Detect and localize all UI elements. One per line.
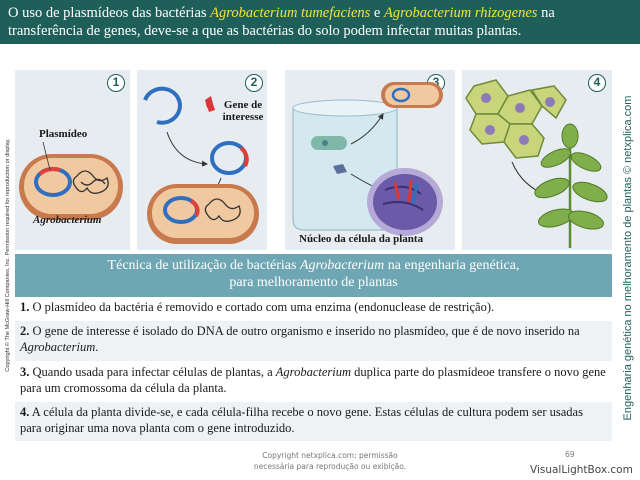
- site-credit-text: Engenharia genética no melhoramento de p…: [622, 95, 634, 421]
- step-3-panel: 3 Núcleo da célula da planta: [285, 70, 455, 250]
- footer-line: Copyright netxplica.com: permissão: [262, 451, 398, 460]
- step-number: 1: [107, 74, 125, 92]
- copyright-vertical: Copyright © The McGraw-Hill Companies, I…: [3, 62, 13, 460]
- plant-regeneration-illustration: [465, 79, 608, 248]
- step-text: Quando usada para infectar células de pl…: [29, 365, 276, 379]
- step-index: 2.: [20, 324, 30, 338]
- plasmid-label: Plasmídeo: [39, 128, 88, 140]
- page-number: 69: [565, 450, 575, 459]
- step-number: 4: [588, 74, 606, 92]
- steps-table: Técnica de utilização de bactérias Agrob…: [15, 254, 612, 442]
- gene-label: Gene de interesse: [221, 99, 265, 123]
- table-row: 3. Quando usada para infectar células de…: [15, 362, 612, 402]
- table-header: Técnica de utilização de bactérias Agrob…: [15, 254, 612, 297]
- copyright-text: Copyright © The McGraw-Hill Companies, I…: [5, 138, 11, 372]
- plant-cell-infection-illustration: [292, 82, 443, 236]
- step-index: 3.: [20, 365, 30, 379]
- step-text: A célula da planta divide-se, e cada cél…: [20, 405, 583, 435]
- gene-label-line: interesse: [222, 111, 264, 123]
- step-text: O plasmídeo da bactéria é removido e cor…: [29, 300, 495, 314]
- gene-label-line: Gene de: [223, 99, 263, 111]
- step-text: duplica parte do plasmídeoe transfere o …: [20, 365, 606, 395]
- step-text: .: [95, 340, 99, 354]
- step-1-panel: 1 Plasmídeo Agrobacterium: [15, 70, 130, 250]
- step-italic: Agrobacterium: [20, 340, 96, 354]
- page-title: O uso de plasmídeos das bactérias Agroba…: [0, 0, 640, 44]
- step-index: 1.: [20, 300, 30, 314]
- bacterium-illustration: [19, 141, 123, 220]
- step-text: O gene de interesse é isolado do DNA de …: [29, 324, 580, 338]
- table-row: 1. O plasmídeo da bactéria é removido e …: [15, 297, 612, 321]
- title-species-1: Agrobacterium tumefaciens: [210, 5, 371, 21]
- table-title-italic: Agrobacterium: [299, 258, 385, 273]
- table-title-text: Técnica de utilização de bactérias: [107, 258, 300, 273]
- table-title-text: para melhoramento de plantas: [229, 275, 398, 290]
- step-2-panel: 2 Gene de interesse: [137, 70, 267, 250]
- title-text: na transferência de genes, deve-se a que…: [8, 5, 555, 39]
- footer-copyright: Copyright netxplica.com: permissão neces…: [230, 450, 430, 472]
- agrobacterium-label: Agrobacterium: [33, 214, 102, 226]
- title-text: O uso de plasmídeos das bactérias: [8, 5, 211, 21]
- step-number: 2: [245, 74, 263, 92]
- table-title-text: na engenharia genética,: [384, 258, 520, 273]
- site-credit-vertical: Engenharia genética no melhoramento de p…: [616, 62, 640, 462]
- step-index: 4.: [20, 405, 30, 419]
- step-4-panel: 4: [462, 70, 612, 250]
- table-row: 2. O gene de interesse é isolado do DNA …: [15, 321, 612, 362]
- title-text: e: [370, 5, 384, 21]
- brand-watermark: VisualLightBox.com: [530, 464, 633, 476]
- step-italic: Agrobacterium: [275, 365, 352, 379]
- title-species-2: Agrobacterium rhizogenes: [383, 5, 538, 21]
- gene-insertion-illustration: [143, 86, 259, 244]
- nucleus-label: Núcleo da célula da planta: [299, 233, 424, 245]
- footer-line: necessária para reprodução ou exibição.: [253, 462, 407, 471]
- table-row: 4. A célula da planta divide-se, e cada …: [15, 402, 612, 442]
